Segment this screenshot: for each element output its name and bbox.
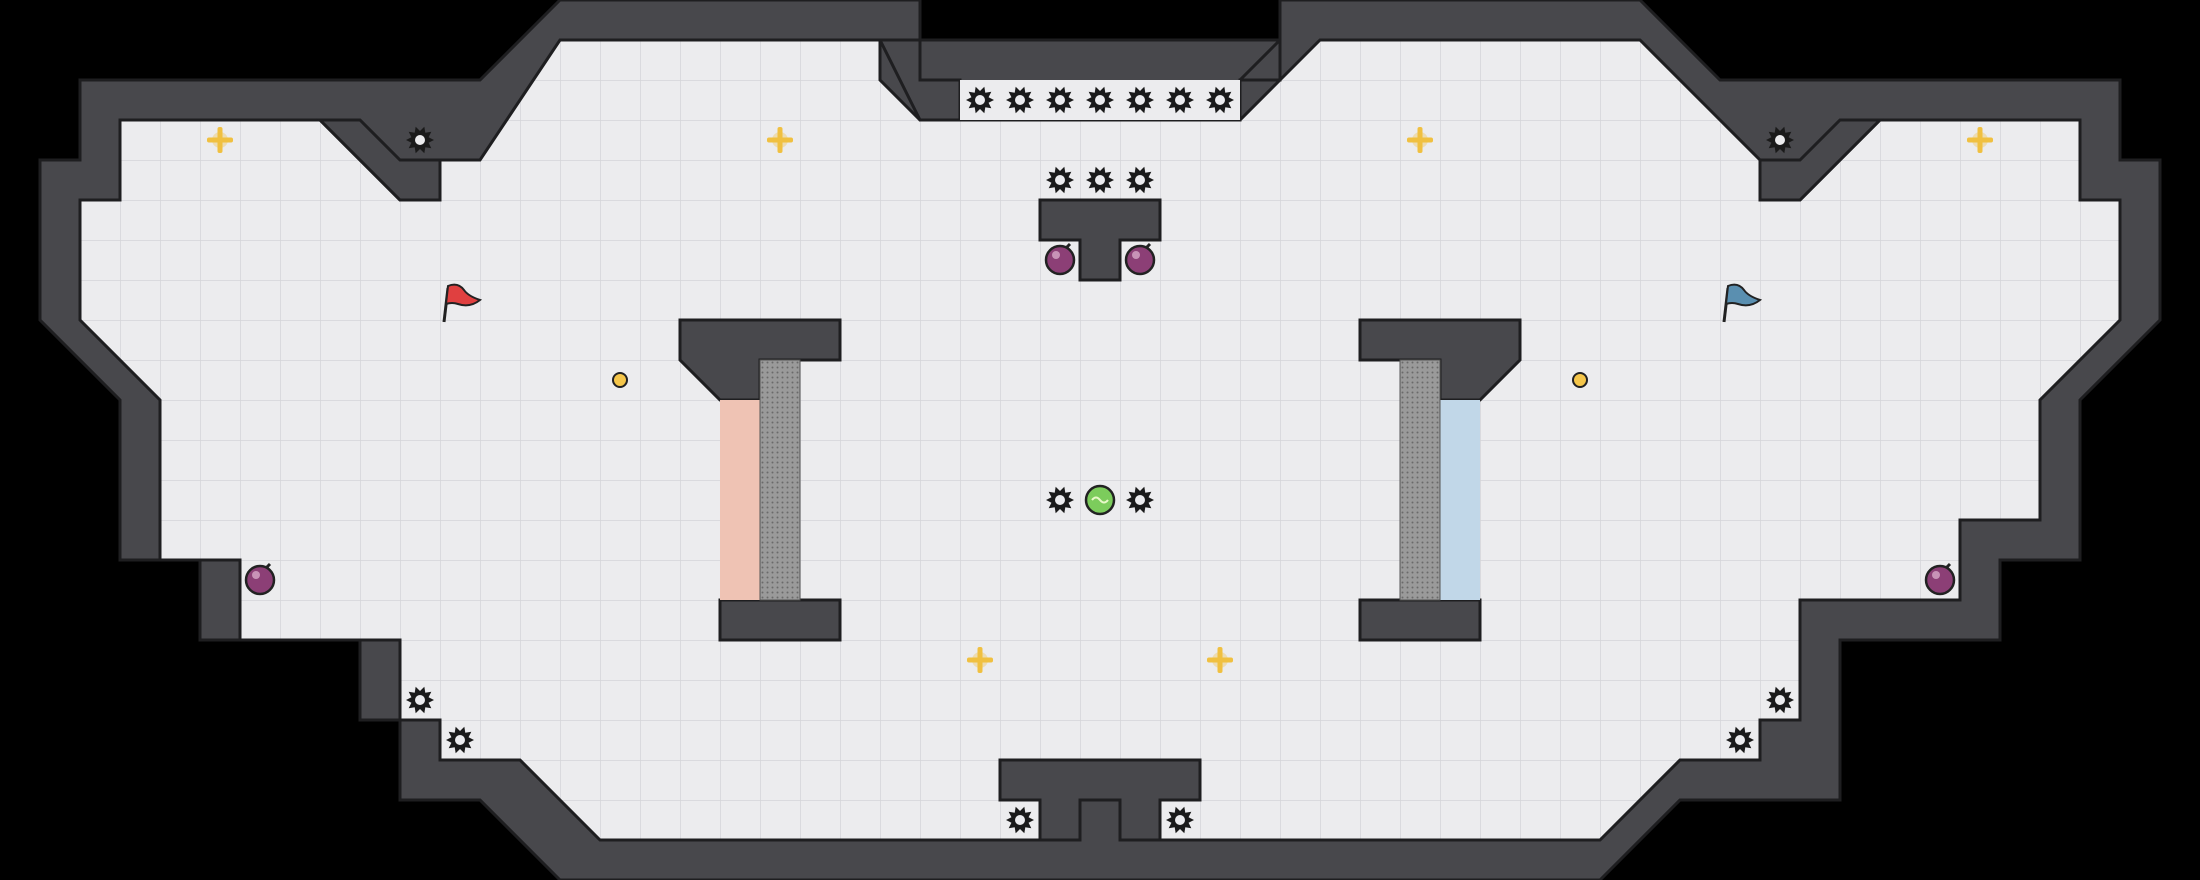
spike-icon bbox=[1166, 86, 1194, 114]
boost-icon bbox=[967, 647, 993, 673]
boost-icon bbox=[767, 127, 793, 153]
spike-icon bbox=[1046, 166, 1074, 194]
ball-icon bbox=[1084, 484, 1116, 516]
blue-gate bbox=[1440, 400, 1480, 600]
spike-icon bbox=[406, 686, 434, 714]
red-flag-icon bbox=[442, 283, 483, 323]
bomb-icon bbox=[1044, 242, 1076, 276]
spike-icon bbox=[446, 726, 474, 754]
powerup-icon bbox=[1572, 372, 1588, 388]
spike-icon bbox=[1046, 86, 1074, 114]
boost-icon bbox=[1407, 127, 1433, 153]
left-goal-bottom-wall bbox=[718, 598, 842, 642]
right-goal-tiles bbox=[1399, 359, 1441, 601]
bottom-center-wall bbox=[998, 758, 1202, 842]
spike-icon bbox=[1126, 486, 1154, 514]
boost-icon bbox=[207, 127, 233, 153]
bomb-icon bbox=[1124, 242, 1156, 276]
spike-icon bbox=[1166, 806, 1194, 834]
bomb-icon bbox=[244, 562, 276, 596]
spike-icon bbox=[1766, 686, 1794, 714]
powerup-icon bbox=[612, 372, 628, 388]
spike-icon bbox=[1086, 166, 1114, 194]
boost-icon bbox=[1207, 647, 1233, 673]
spike-icon bbox=[1006, 86, 1034, 114]
red-gate bbox=[720, 400, 760, 600]
spike-icon bbox=[1086, 86, 1114, 114]
spike-icon bbox=[966, 86, 994, 114]
spike-icon bbox=[406, 126, 434, 154]
bomb-icon bbox=[1924, 562, 1956, 596]
wall-top-left bbox=[316, 118, 442, 202]
spike-icon bbox=[1126, 86, 1154, 114]
blue-flag-icon bbox=[1722, 283, 1763, 323]
spike-icon bbox=[1006, 806, 1034, 834]
arena-floor bbox=[78, 38, 2122, 842]
spike-icon bbox=[1206, 86, 1234, 114]
spike-icon bbox=[1726, 726, 1754, 754]
right-goal-bottom-wall bbox=[1358, 598, 1482, 642]
spike-icon bbox=[1766, 126, 1794, 154]
spike-icon bbox=[1126, 166, 1154, 194]
left-goal-tiles bbox=[759, 359, 801, 601]
wall-top-right bbox=[1758, 118, 1884, 202]
boost-icon bbox=[1967, 127, 1993, 153]
center-t-wall bbox=[1038, 198, 1162, 282]
spike-icon bbox=[1046, 486, 1074, 514]
